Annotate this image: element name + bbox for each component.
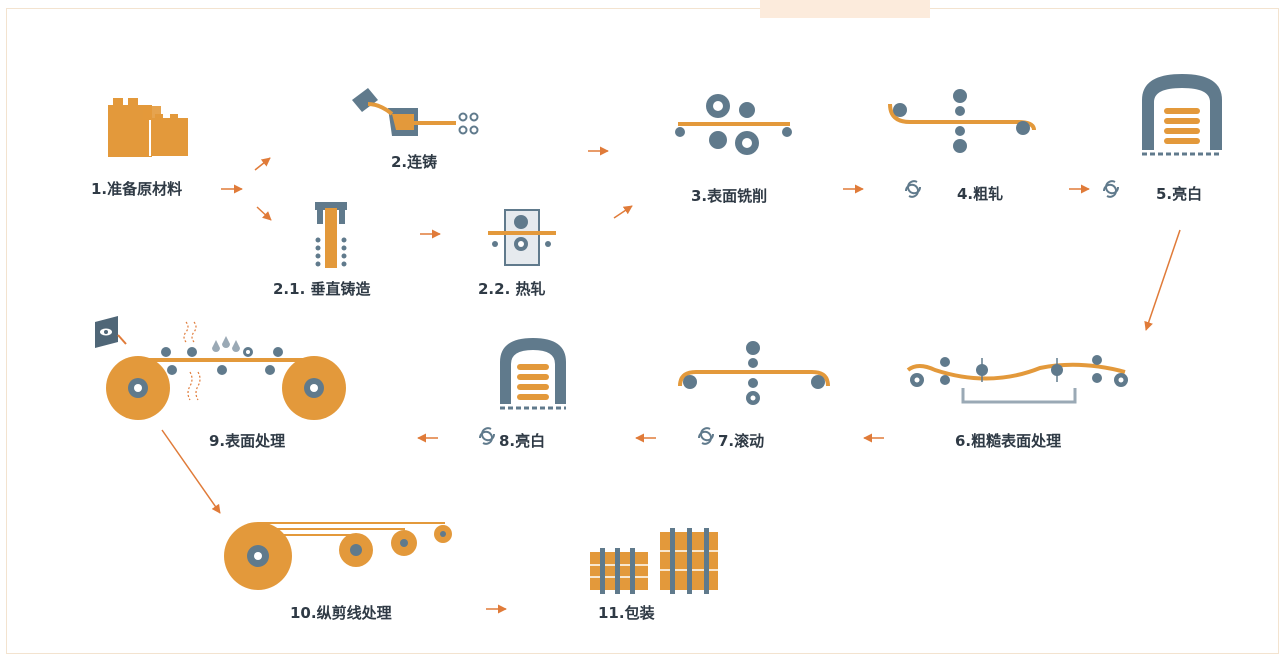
step-label-surface-milling: 3.表面铣削: [691, 187, 768, 205]
rolling-rollers-icon: [678, 341, 830, 405]
top-tab-decoration: [760, 0, 930, 18]
refresh-icon: [697, 427, 715, 445]
diagram-frame: [6, 8, 1279, 654]
rough-surface-rollers-icon: [906, 355, 1128, 404]
milling-rollers-icon: [675, 94, 792, 155]
arrow-icon: [256, 206, 272, 221]
step-label-surface-treatment: 9.表面处理: [209, 432, 286, 450]
step-label-prepare-raw-materials: 1.准备原材料: [91, 180, 183, 198]
arrow-icon: [161, 429, 221, 514]
step-label-vertical-casting: 2.1. 垂直铸造: [273, 280, 371, 298]
slitting-line-icon: [224, 522, 452, 590]
step-label-bright-annealing-2: 8.亮白: [499, 432, 546, 450]
step-label-hot-rolling: 2.2. 热轧: [478, 280, 546, 298]
arrow-icon: [1144, 229, 1181, 331]
step-label-rough-rolling: 4.粗轧: [957, 185, 1004, 203]
surface-treatment-line-icon: [95, 316, 346, 420]
raw-material-icon: [108, 98, 188, 157]
step-label-rolling: 7.滚动: [718, 432, 765, 450]
arrow-icon: [254, 157, 271, 171]
refresh-icon: [478, 427, 496, 445]
step-label-continuous-casting: 2.连铸: [391, 153, 438, 171]
step-label-packaging: 11.包装: [598, 604, 655, 622]
refresh-icon: [904, 180, 922, 198]
packaging-icon: [590, 528, 718, 594]
step-label-slitting-line: 10.纵剪线处理: [290, 604, 392, 622]
hot-rolling-mill-icon: [488, 209, 556, 266]
bright-annealing-furnace-icon: [500, 338, 566, 410]
roughing-rollers-icon: [888, 89, 1036, 153]
bright-annealing-furnace-icon: [1142, 74, 1222, 156]
ladle-pour-icon: [352, 88, 479, 136]
flow-arrows: [161, 146, 1181, 614]
refresh-icon: [1102, 180, 1120, 198]
vertical-caster-icon: [315, 202, 347, 268]
step-label-rough-surface-treatment: 6.粗糙表面处理: [955, 432, 1062, 450]
step-label-bright-annealing-1: 5.亮白: [1156, 185, 1203, 203]
arrow-icon: [613, 205, 633, 219]
